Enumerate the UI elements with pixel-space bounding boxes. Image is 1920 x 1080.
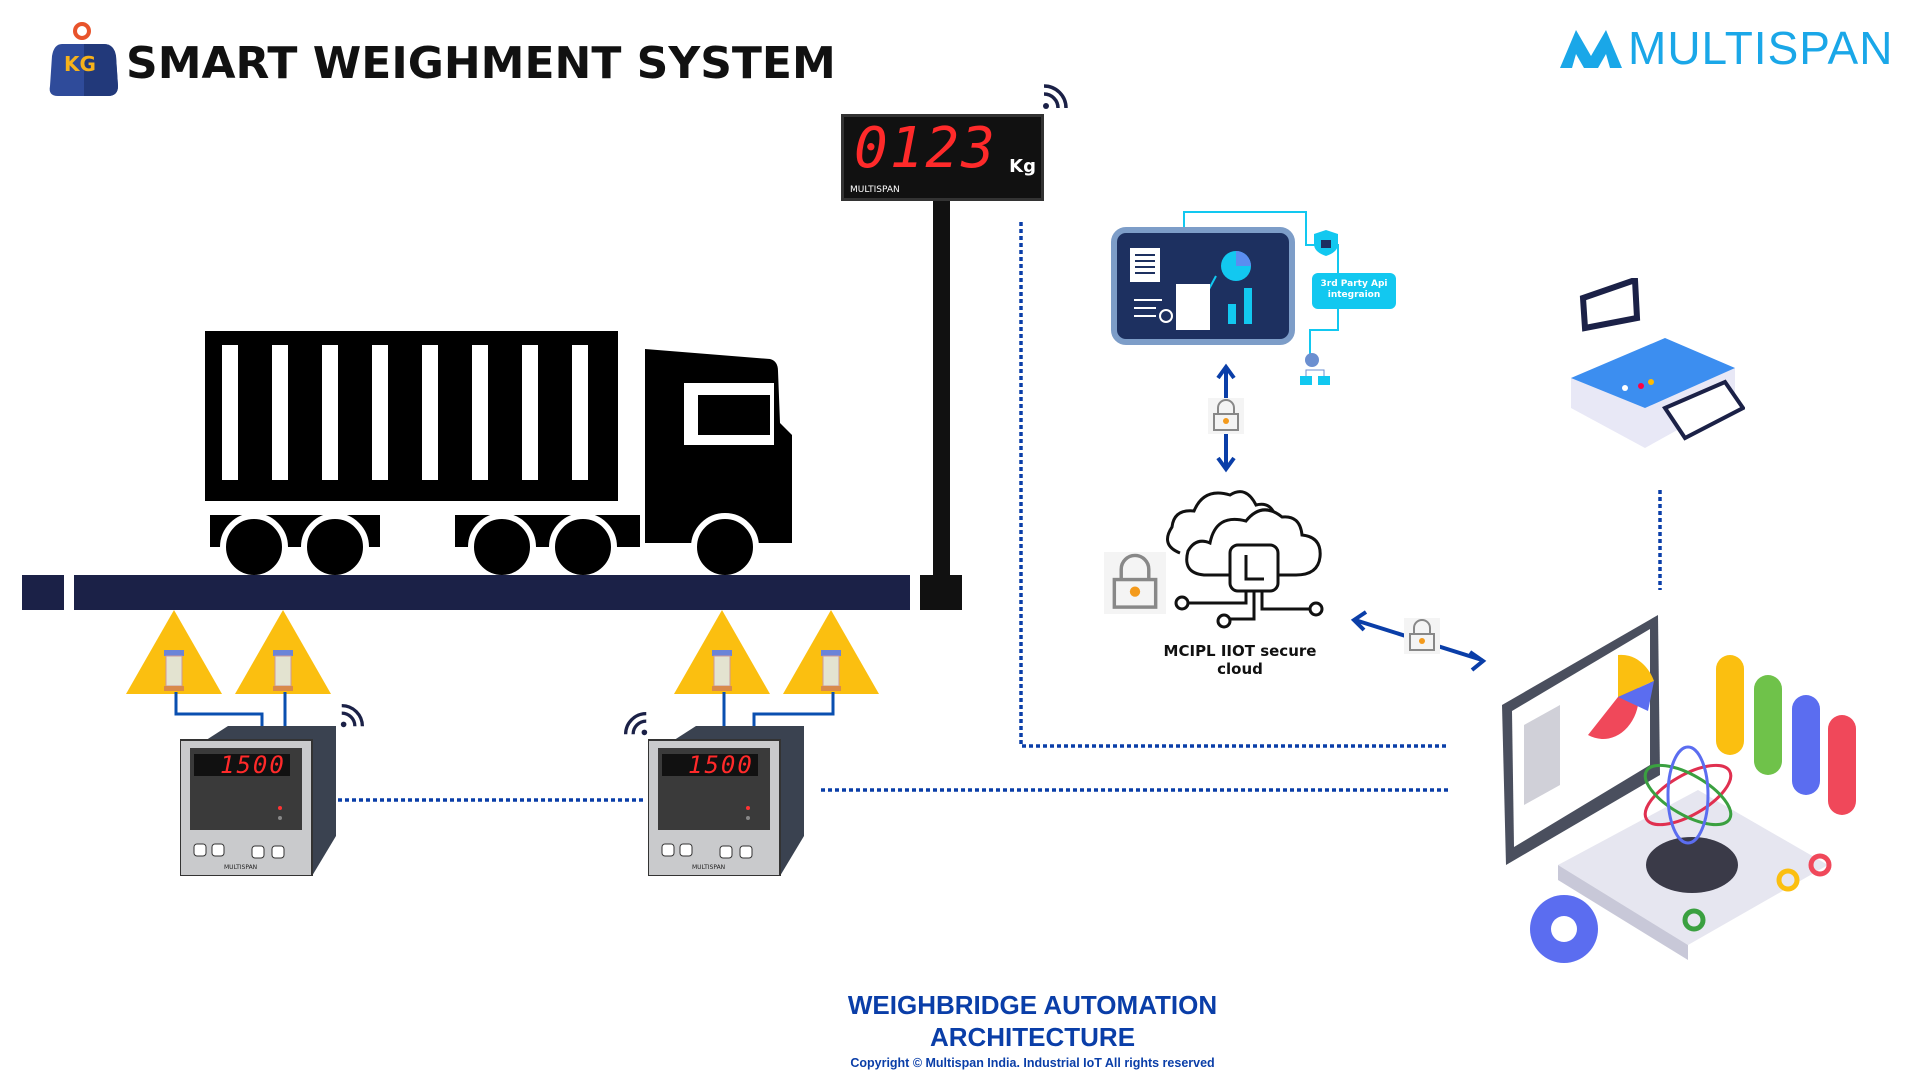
load-cell-icon — [783, 610, 879, 694]
indicator-2-brand: MULTISPAN — [692, 864, 726, 871]
api-label-line1: 3rd Party Api — [1320, 279, 1388, 289]
weight-indicator-2: 1500 MULTISPAN — [648, 726, 804, 876]
printer-icon — [1565, 275, 1746, 462]
kg-weight-logo: KG — [48, 22, 120, 98]
weight-display-unit: Kg — [1009, 156, 1036, 177]
api-label-line2: integraion — [1327, 290, 1381, 300]
weight-indicator-1: 1500 MULTISPAN — [180, 726, 336, 876]
page-title: SMART WEIGHMENT SYSTEM — [126, 38, 836, 89]
circuit-lock-icon — [1208, 398, 1244, 438]
multispan-logo-mark — [1560, 30, 1622, 72]
wifi-icon — [620, 708, 650, 742]
pole-base — [920, 575, 962, 610]
circuit-lock-icon — [1404, 618, 1440, 658]
third-party-api-bubble: 3rd Party Api integraion — [1312, 273, 1396, 309]
logo-badge-text: KG — [64, 52, 96, 76]
iiot-cloud-icon — [1160, 485, 1345, 639]
wifi-icon — [338, 700, 368, 734]
load-cell-icon — [126, 610, 222, 694]
analytics-computer-illustration — [1498, 615, 1868, 974]
platform-end-block — [22, 575, 64, 610]
display-to-computer-line — [1019, 222, 1448, 748]
shield-lock-icon — [1314, 230, 1338, 256]
gear-icon — [1530, 895, 1598, 963]
load-cells-right — [668, 610, 898, 734]
weight-display-value: 0123 — [854, 116, 997, 181]
circuit-lock-icon — [1104, 550, 1166, 620]
network-gear-icon — [1300, 353, 1330, 385]
display-pole — [933, 200, 950, 580]
display-brand: MULTISPAN — [850, 185, 900, 195]
wifi-icon — [1040, 80, 1072, 116]
load-cells-left — [120, 610, 350, 734]
cloud-label: MCIPL IIOT secure cloud — [1163, 642, 1317, 678]
weighbridge-platform — [74, 575, 910, 610]
multispan-brand-logo: MULTISPAN — [1628, 22, 1894, 74]
load-cell-icon — [235, 610, 331, 694]
footer-title-line1: WEIGHBRIDGE AUTOMATION — [847, 990, 1218, 1020]
analytics-dashboard-illustration — [1100, 200, 1400, 404]
weight-display-board: 0123 Kg MULTISPAN — [841, 114, 1044, 201]
indicator-1-brand: MULTISPAN — [224, 864, 258, 871]
indicator-2-value: 1500 — [688, 751, 754, 779]
copyright-text: Copyright © Multispan India. Industrial … — [850, 1056, 1215, 1070]
footer-title-line2: ARCHITECTURE — [929, 1022, 1136, 1052]
indicator-1-value: 1500 — [220, 751, 286, 779]
load-cell-icon — [674, 610, 770, 694]
